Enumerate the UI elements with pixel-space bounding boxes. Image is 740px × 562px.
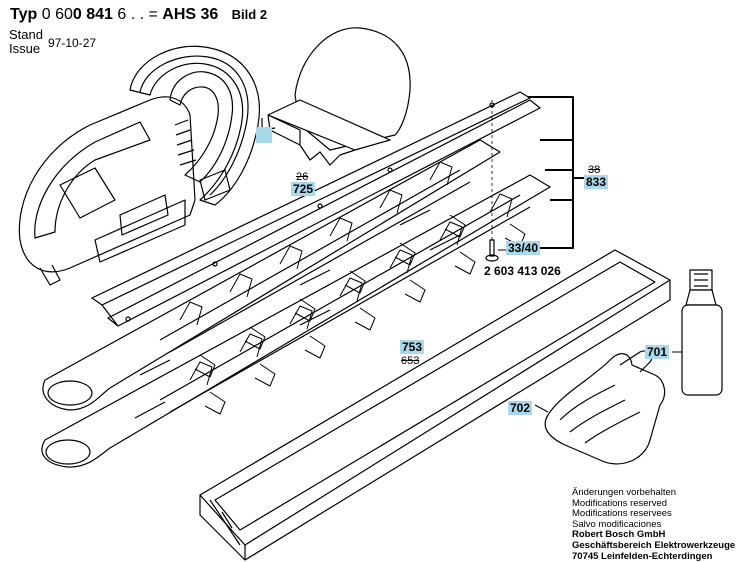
support-rail-illustration [91,91,541,327]
part-753-label: 753 [400,340,425,354]
issue-label: Issue [9,41,41,56]
footer-company: Robert Bosch GmbH [572,529,666,541]
blade-sheath-illustration [199,249,671,561]
blade-teeth [179,161,526,415]
typ-prefix: 0 60 [41,6,73,23]
part-833-label: 833 [584,175,609,189]
part-725-label: 725 [291,182,316,196]
stand-issue-labels: Stand Issue [9,28,43,56]
header-title: Typ 0 600 841 6 . . = AHS 36 Bild 2 [10,6,267,24]
footer-division: Geschäftsbereich Elektrowerkzeuge [572,539,736,551]
stand-label: Stand [9,27,43,42]
typ-label: Typ [10,6,38,23]
part-833-old: 38 [588,164,601,176]
typ-number: 0 841 [72,6,113,23]
footer-address: 70745 Leinfelden-Echterdingen [572,550,713,562]
footer-line: Modifications reserved [572,497,668,509]
part-33-40-label: 33/40 [506,241,541,255]
part-701-label: 701 [645,345,670,359]
issue-date: 97-10-27 [48,36,97,50]
oil-bottle-illustration [672,269,723,396]
bild-label: Bild 2 [231,7,268,22]
footer-line: Salvo modificaciones [572,518,662,530]
blade-lower-illustration [41,174,551,468]
footer-line: Änderungen vorbehalten [572,487,677,498]
part-725-old: 26 [296,171,309,183]
blade-upper-illustration [42,139,501,411]
part-702-label: 702 [508,401,533,415]
equals-sign: = [148,6,158,23]
gloves-illustration [534,350,666,465]
typ-suffix: 6 . . [117,6,145,23]
hand-guard-illustration [256,27,411,166]
model-name: AHS 36 [162,6,219,23]
part-number-screw: 2 603 413 026 [484,264,561,278]
callout-bracket-833 [528,96,585,249]
footer-notes: Änderungen vorbehalten Modifications res… [572,487,736,562]
housing-illustration [18,45,260,286]
footer-line: Modifications reservees [572,508,672,520]
part-753-old: 653 [401,355,420,367]
